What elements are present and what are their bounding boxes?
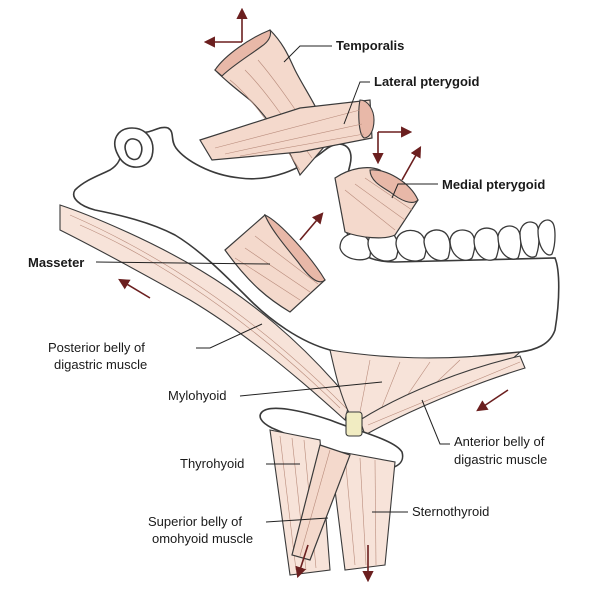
mylohyoid-muscle	[329, 349, 522, 421]
lower-teeth	[339, 219, 556, 262]
masseter-muscle	[224, 213, 326, 313]
omohyoid-muscle	[291, 444, 351, 561]
posterior-digastric-muscle	[59, 204, 351, 422]
label-mylohyoid: Mylohyoid	[168, 388, 227, 403]
label-medial-pterygoid: Medial pterygoid	[442, 177, 545, 192]
arrow-up-right-icon	[401, 146, 422, 181]
label-sternothyroid: Sternothyroid	[412, 504, 489, 519]
label-posterior-belly-line1: Posterior belly of	[48, 340, 145, 355]
label-posterior-belly-line2: digastric muscle	[54, 357, 147, 372]
leader-lines	[95, 45, 450, 523]
arrow-down-left-icon	[476, 389, 509, 412]
mandible	[73, 126, 560, 363]
arrow-up-right-icon	[299, 212, 324, 241]
anterior-digastric-muscle	[359, 355, 526, 436]
lateral-pterygoid-muscle	[199, 99, 375, 161]
label-anterior-belly-line2: digastric muscle	[454, 452, 547, 467]
label-thyrohyoid: Thyrohyoid	[180, 456, 244, 471]
label-masseter: Masseter	[28, 255, 84, 270]
label-lateral-pterygoid: Lateral pterygoid	[374, 74, 480, 89]
arrow-down-icon	[295, 544, 309, 579]
medial-pterygoid-muscle	[334, 167, 419, 239]
label-superior-belly-line2: omohyoid muscle	[152, 531, 253, 546]
label-temporalis: Temporalis	[336, 38, 404, 53]
hyoid-bone	[259, 407, 404, 470]
sternothyroid-muscle	[329, 449, 396, 571]
labels: Temporalis Lateral pterygoid Medial pter…	[28, 38, 547, 546]
movement-arrows	[118, 7, 509, 583]
label-superior-belly-line1: Superior belly of	[148, 514, 242, 529]
label-anterior-belly-line1: Anterior belly of	[454, 434, 545, 449]
arrow-up-left-icon	[118, 278, 151, 299]
